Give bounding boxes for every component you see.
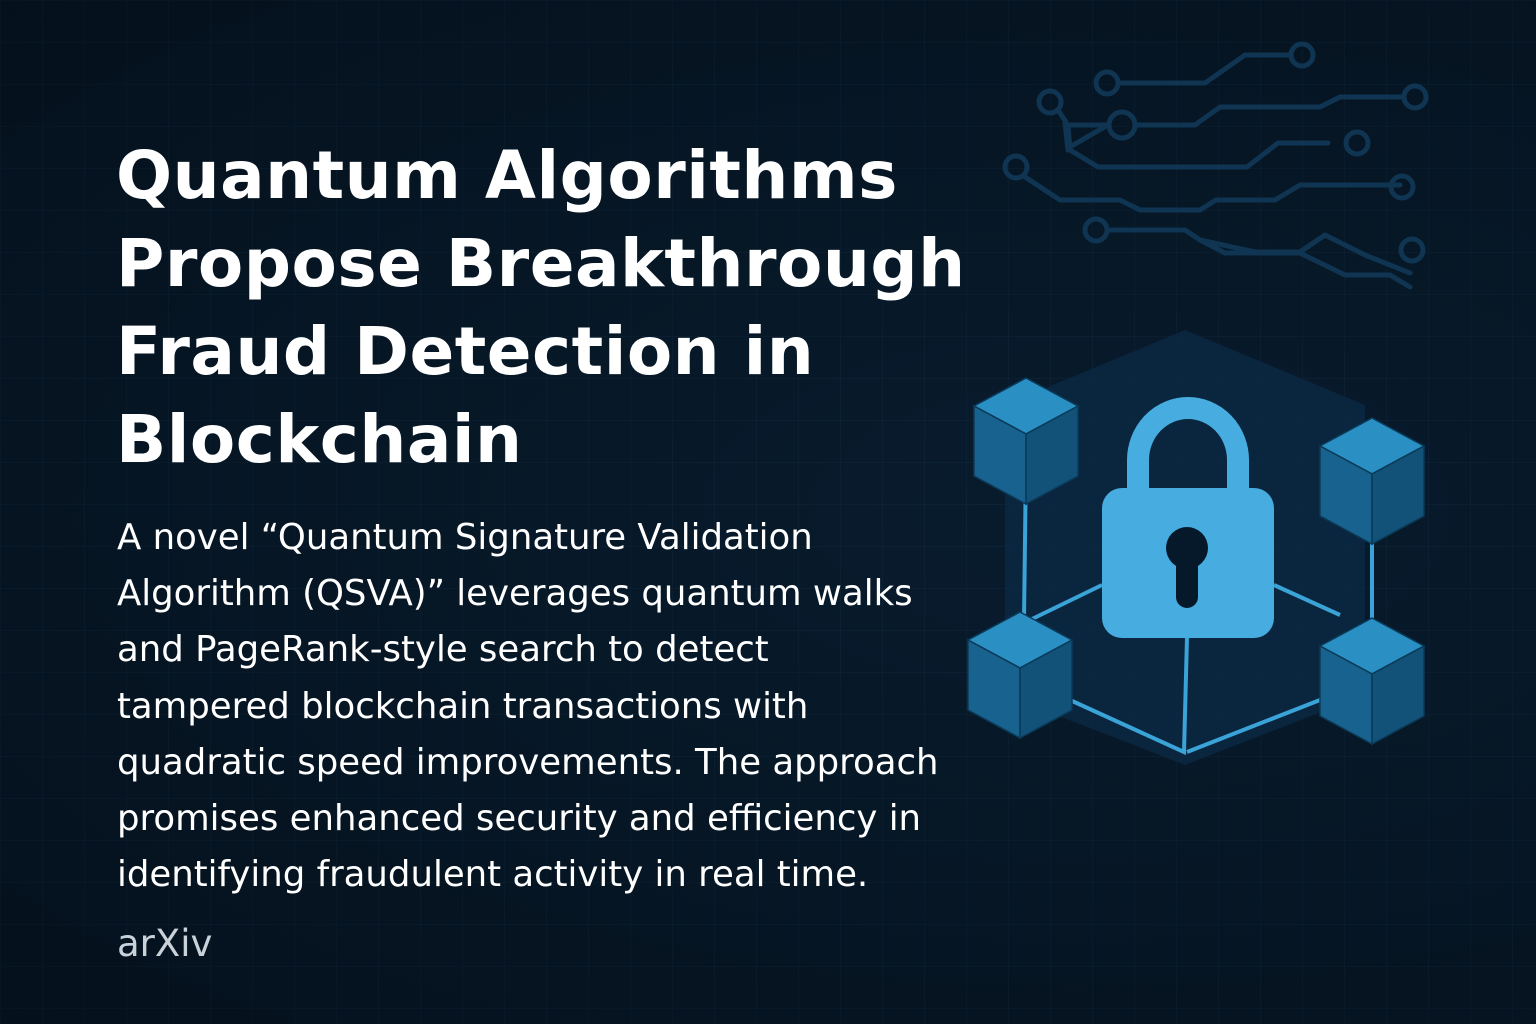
source-label: arXiv [117, 922, 213, 965]
summary-line: identifying fraudulent activity in real … [117, 854, 869, 896]
circuit-traces-icon [1002, 41, 1429, 290]
summary-line: Algorithm (QSVA)” leverages quantum walk… [117, 573, 913, 615]
summary: A novel “Quantum Signature Validation Al… [117, 510, 939, 903]
summary-line: tampered blockchain transactions with [117, 685, 809, 727]
headline: Quantum Algorithms Propose Breakthrough … [116, 132, 966, 484]
headline-line: Blockchain [116, 401, 523, 478]
summary-line: quadratic speed improvements. The approa… [117, 741, 939, 783]
summary-line: promises enhanced security and efficienc… [117, 798, 922, 840]
padlock-icon [1102, 397, 1274, 638]
headline-line: Propose Breakthrough [116, 225, 966, 302]
cube-icon [1318, 617, 1426, 746]
blockchain-cubes [966, 377, 1426, 746]
cube-icon [972, 377, 1080, 506]
headline-line: Quantum Algorithms [116, 137, 898, 214]
summary-line: and PageRank-style search to detect [117, 629, 769, 671]
cube-icon [966, 611, 1074, 740]
cube-icon [1318, 417, 1426, 546]
summary-line: A novel “Quantum Signature Validation [117, 517, 813, 558]
headline-line: Fraud Detection in [116, 313, 815, 390]
